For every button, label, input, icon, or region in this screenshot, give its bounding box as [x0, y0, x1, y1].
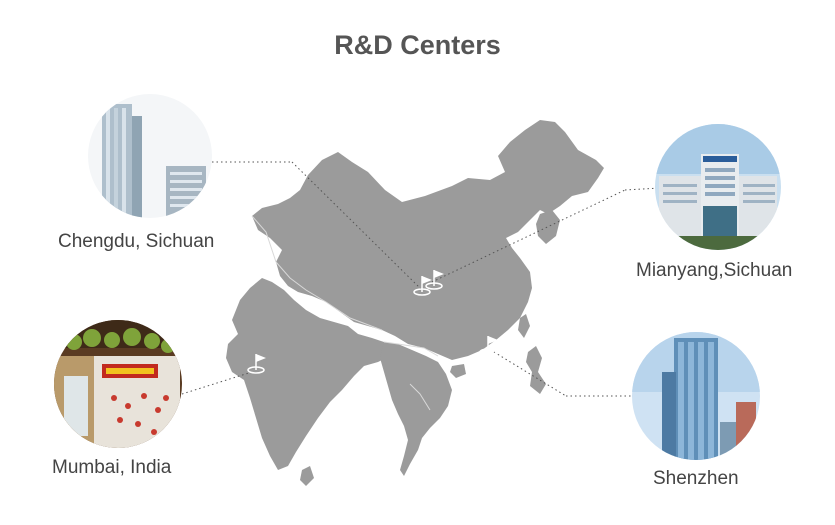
sri-lanka-region: [300, 466, 314, 486]
city-label-shenzhen: Shenzhen: [653, 468, 739, 489]
glass-tower-photo: [632, 332, 760, 460]
page-title: R&D Centers: [334, 30, 501, 60]
office-tower-photo: [88, 94, 212, 218]
flag-marker-icon: [425, 270, 444, 290]
shenzhen-photo: [632, 332, 760, 460]
taiwan-region: [518, 314, 530, 338]
office-lobby-photo: [54, 320, 182, 448]
connector-lines: [181, 161, 661, 397]
southeast-asia-region: [380, 342, 452, 476]
chengdu-photo: [88, 94, 212, 218]
philippines-region: [526, 346, 546, 394]
connector-shenzhen: [493, 351, 567, 397]
flag-marker-icon: [479, 336, 498, 356]
mianyang-photo: [655, 124, 781, 250]
flag-marker-icon: [247, 354, 266, 374]
headquarters-building-photo: [655, 124, 781, 250]
connector-mumbai: [181, 371, 253, 395]
country-borders: [251, 215, 439, 411]
hainan-region: [450, 364, 466, 378]
city-label-chengdu: Chengdu, Sichuan: [58, 231, 215, 252]
connector-chengdu-diagonal: [291, 161, 423, 291]
connector-mianyang-end: [624, 187, 661, 191]
city-label-mumbai: Mumbai, India: [52, 457, 172, 478]
india-region: [226, 278, 390, 470]
korea-region: [536, 210, 560, 244]
china-region: [252, 120, 604, 360]
flag-marker-icon: [413, 276, 432, 296]
mumbai-photo: [54, 320, 182, 448]
city-label-mianyang: Mianyang,Sichuan: [636, 260, 793, 281]
